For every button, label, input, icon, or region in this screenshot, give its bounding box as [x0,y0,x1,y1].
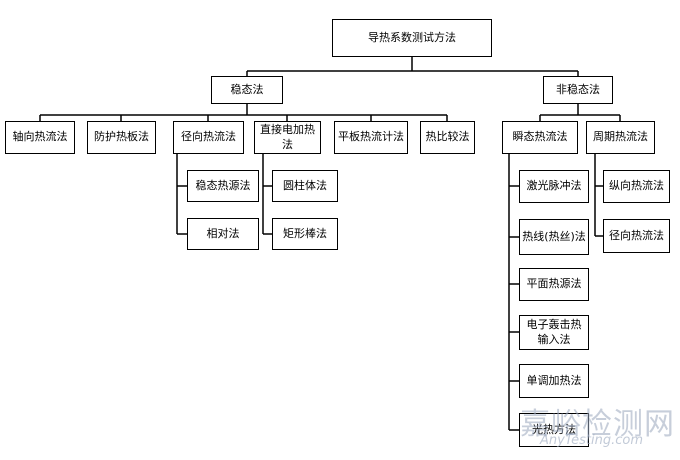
node-steady-method: 稳态法 [211,76,283,104]
node-photothermal-method: 光热方法 [519,413,589,447]
node-steady-heat-source: 稳态热源法 [187,170,259,202]
node-plane-heat-source: 平面热源法 [519,268,589,301]
node-longitudinal-heat-flow: 纵向热流法 [603,170,670,203]
node-rectangular-bar-method: 矩形棒法 [272,218,338,250]
node-hot-wire: 热线(热丝)法 [519,219,589,255]
node-direct-electric-heating: 直接电加热法 [254,121,321,154]
node-unsteady-method: 非稳态法 [543,76,613,104]
watermark-en: AnyTesting.com [540,433,644,448]
node-periodic-heat-flow: 周期热流法 [586,121,655,154]
node-guarded-hot-plate: 防护热板法 [87,121,156,154]
node-transient-heat-flow: 瞬态热流法 [502,121,578,154]
node-comparative-method: 热比较法 [420,121,475,154]
node-periodic-radial-heat-flow: 径向热流法 [603,219,670,253]
node-radial-heat-flow: 径向热流法 [173,121,244,154]
node-monotonic-heating: 单调加热法 [519,364,589,398]
node-root: 导热系数测试方法 [332,19,492,57]
node-axial-heat-flow: 轴向热流法 [5,121,75,154]
watermark-cn: 嘉峪检测网 [520,407,675,442]
node-heat-flow-meter: 平板热流计法 [334,121,408,154]
node-laser-flash: 激光脉冲法 [519,170,589,203]
node-cylinder-method: 圆柱体法 [272,170,338,202]
node-electron-bombardment: 电子轰击热输入法 [519,315,589,350]
node-relative-method: 相对法 [187,218,259,250]
